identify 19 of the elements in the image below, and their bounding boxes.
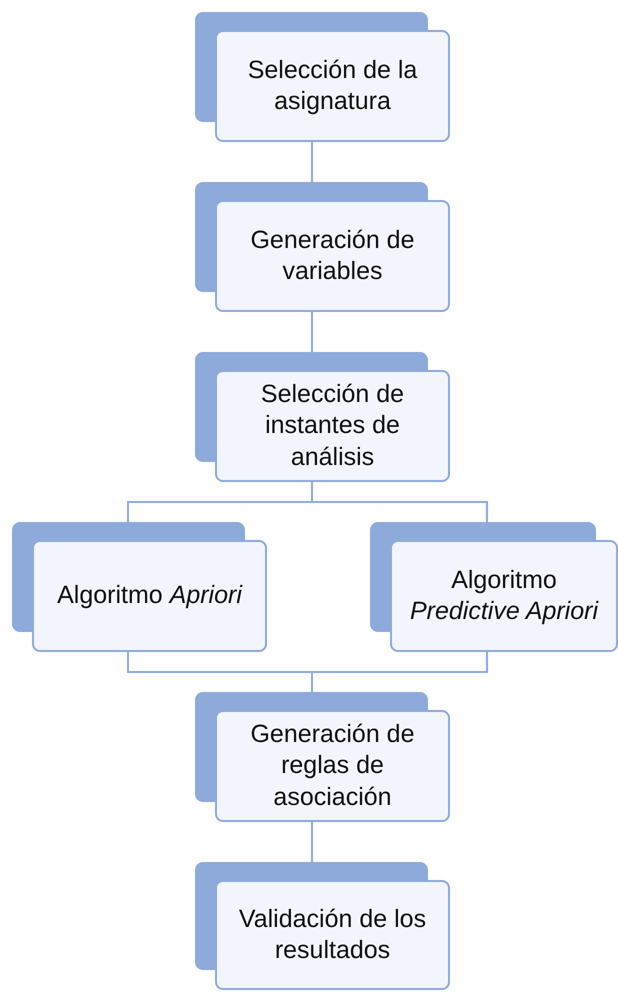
- connector-line: [311, 822, 313, 862]
- process-box: [195, 182, 450, 312]
- process-box: [195, 692, 450, 822]
- process-box: [195, 352, 450, 482]
- connector-line: [311, 652, 488, 692]
- box-text: Algoritmo Apriori: [57, 580, 242, 612]
- process-box: [195, 12, 450, 142]
- process-box: [12, 522, 267, 652]
- box-text: Generación de variables: [249, 224, 416, 287]
- connector-line: [311, 142, 313, 182]
- box-text: Generación de reglas de asociación: [249, 719, 416, 813]
- box-text: Validación de los resultados: [238, 904, 428, 966]
- process-box: [370, 522, 618, 652]
- connector-line: [311, 482, 488, 522]
- box-text: Algoritmo Predictive Apriori: [408, 564, 600, 627]
- connector-line: [311, 312, 313, 352]
- box-text: Selección de la asignatura: [246, 54, 418, 117]
- box-text: Selección de instantes de análisis: [260, 379, 406, 473]
- process-box: [195, 862, 450, 990]
